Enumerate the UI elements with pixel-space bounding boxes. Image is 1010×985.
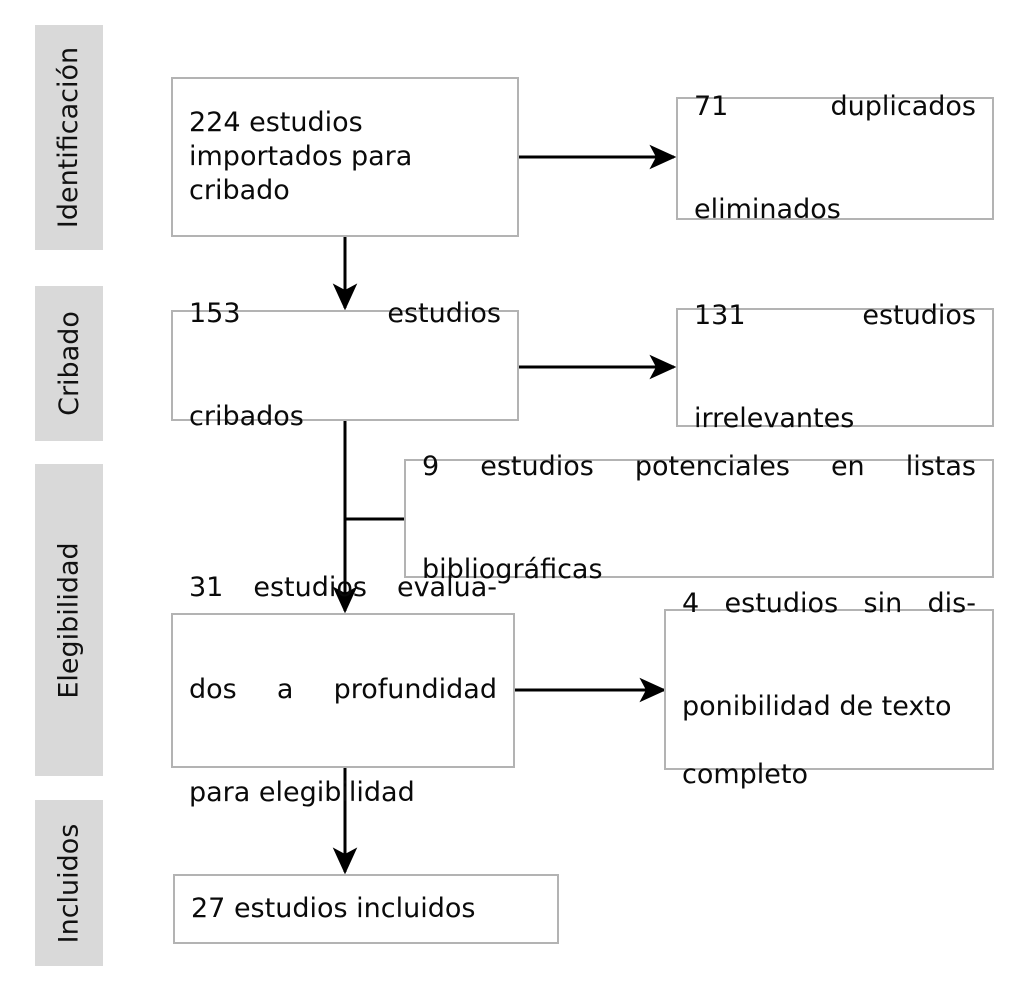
stage-tab-cribado: Cribado [35, 286, 103, 441]
box-screened-studies-text: 153 estudios cribados [173, 263, 517, 469]
box-duplicates-removed-text: 71 duplicados eliminados [678, 56, 992, 262]
box-duplicates-removed: 71 duplicados eliminados [676, 91, 994, 225]
box-included-studies: 27 estudios incluidos [173, 874, 559, 944]
box-screened-studies-line-2: cribados [189, 400, 304, 432]
stage-tab-incluidos: Incluidos [35, 800, 103, 966]
box-irrelevant-studies: 131 estudios irrelevantes [676, 300, 994, 434]
stage-label-incluidos: Incluidos [53, 823, 85, 943]
box-screened-studies: 153 estudios cribados [171, 298, 519, 432]
box-irrelevant-studies-text: 131 estudios irrelevantes [678, 265, 992, 471]
box-imported-studies-text: 224 estudios importados para cribado [189, 106, 413, 207]
box-reference-list-studies: 9 estudios potenciales en listas bibliog… [404, 451, 994, 585]
box-reference-list-studies-line-2: bibliográficas [422, 553, 603, 585]
stage-label-identificacion: Identificación [53, 46, 85, 229]
box-assessed-studies-line-3: para elegibilidad [189, 777, 415, 809]
box-no-fulltext-studies-line-3: completo [682, 759, 809, 791]
stage-tab-identificacion: Identificación [35, 25, 103, 250]
box-assessed-studies-text: 31 estudios evalua- dos a profundidad pa… [173, 536, 513, 845]
box-reference-list-studies-text: 9 estudios potenciales en listas bibliog… [406, 416, 992, 622]
box-assessed-studies-line-2: dos a profundidad [189, 674, 497, 706]
box-irrelevant-studies-line-2: irrelevantes [694, 402, 855, 434]
box-imported-studies: 224 estudios importados para cribado [171, 77, 519, 237]
box-duplicates-removed-line-2: eliminados [694, 193, 841, 225]
box-reference-list-studies-line-1: 9 estudios potenciales en listas [422, 450, 976, 482]
stage-label-elegibilidad: Elegibilidad [53, 541, 85, 699]
box-screened-studies-line-1: 153 estudios [189, 297, 501, 329]
box-no-fulltext-studies-text: 4 estudios sin dis- ponibilidad de texto… [666, 552, 992, 826]
box-included-studies-text: 27 estudios incluidos [191, 892, 476, 924]
box-assessed-studies-line-1: 31 estudios evalua- [189, 571, 497, 603]
box-assessed-studies: 31 estudios evalua- dos a profundidad pa… [171, 572, 515, 808]
box-no-fulltext-studies: 4 estudios sin dis- ponibilidad de texto… [664, 588, 994, 790]
box-irrelevant-studies-line-1: 131 estudios [694, 299, 976, 331]
box-no-fulltext-studies-line-2: ponibilidad de texto [682, 690, 952, 722]
stage-label-cribado: Cribado [53, 311, 85, 416]
box-duplicates-removed-line-1: 71 duplicados [694, 90, 976, 122]
box-no-fulltext-studies-line-1: 4 estudios sin dis- [682, 587, 976, 619]
stage-tab-elegibilidad: Elegibilidad [35, 464, 103, 776]
